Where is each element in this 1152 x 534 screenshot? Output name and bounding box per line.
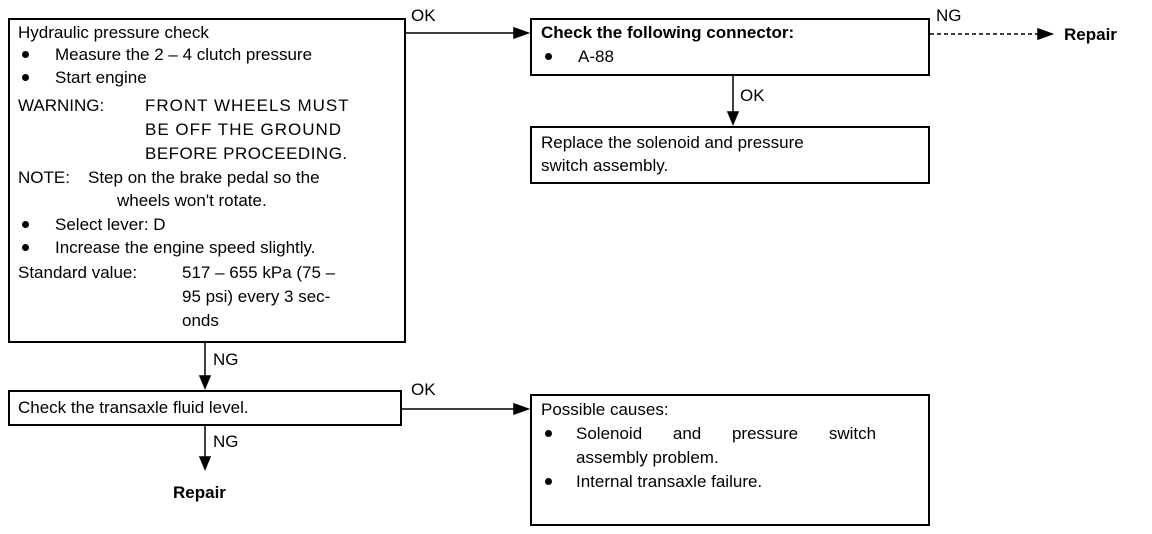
ng-label: NG [213, 350, 239, 369]
box1-bullet2: Start engine [55, 68, 147, 87]
box1-standard-line: 95 psi) every 3 sec- [182, 287, 331, 306]
box4-text: Check the transaxle fluid level. [18, 398, 249, 417]
box5-bullet1-line: assembly problem. [576, 448, 719, 467]
box1-bullet4: Increase the engine speed slightly. [55, 238, 316, 257]
bullet-icon [545, 430, 552, 437]
box2-title: Check the following connector: [541, 23, 795, 42]
box3-line: switch assembly. [541, 156, 669, 175]
box3-line: Replace the solenoid and pressure [541, 133, 804, 152]
bullet-icon [545, 478, 552, 485]
bullet-icon [22, 74, 29, 81]
repair-label: Repair [173, 483, 226, 502]
box1-warning-line: BE OFF THE GROUND [145, 120, 343, 139]
bullet-icon [22, 221, 29, 228]
box1-warning-label: WARNING: [18, 96, 105, 115]
box1-bullet3: Select lever: D [55, 215, 166, 234]
replace-solenoid-box [530, 126, 930, 184]
box5-title: Possible causes: [541, 400, 669, 419]
possible-causes-box [530, 394, 930, 526]
bullet-icon [22, 51, 29, 58]
box5-bullet1-line: Solenoid and pressure switch [576, 424, 877, 443]
box1-standard-line: 517 – 655 kPa (75 – [182, 263, 336, 282]
box1-warning-line: BEFORE PROCEEDING. [145, 144, 348, 163]
check-fluid-level-box [8, 390, 402, 426]
ok-label: OK [411, 380, 436, 399]
box1-standard-line: onds [182, 311, 219, 330]
box1-warning-line: FRONT WHEELS MUST [145, 96, 350, 115]
box1-note-line: Step on the brake pedal so the [88, 168, 320, 187]
box1-bullet1: Measure the 2 – 4 clutch pressure [55, 45, 313, 64]
ng-label: NG [213, 432, 239, 451]
repair-label: Repair [1064, 25, 1117, 44]
box5-bullet2: Internal transaxle failure. [576, 472, 763, 491]
box1-title: Hydraulic pressure check [18, 23, 209, 42]
bullet-icon [545, 53, 552, 60]
box2-bullet1: A-88 [578, 47, 614, 66]
box1-standard-label: Standard value: [18, 263, 138, 282]
box1-note-label: NOTE: [18, 168, 70, 187]
check-connector-box [530, 18, 930, 76]
ng-label: NG [936, 6, 962, 25]
ok-label: OK [740, 86, 765, 105]
ok-label: OK [411, 6, 436, 25]
bullet-icon [22, 244, 29, 251]
hydraulic-pressure-check-box [8, 18, 406, 343]
box1-note-line: wheels won't rotate. [117, 191, 267, 210]
